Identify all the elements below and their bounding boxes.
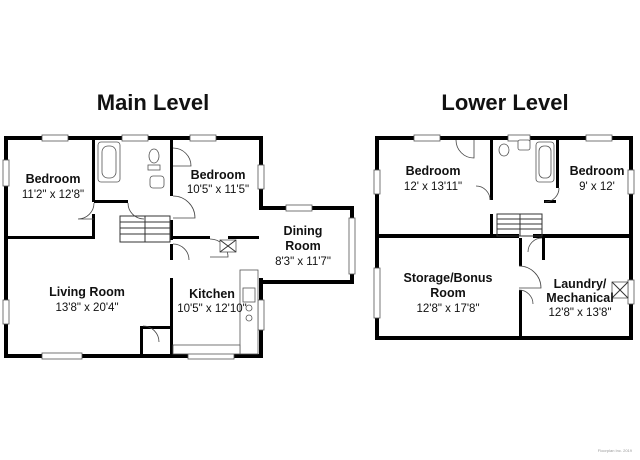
main-level-room-labels: Bedroom 11'2" x 12'8" Bedroom 10'5" x 11… <box>22 168 331 315</box>
lower-level-doors <box>455 139 629 305</box>
room-name-lower-bedroom-left: Bedroom <box>406 164 461 178</box>
sink-icon <box>149 175 165 189</box>
range-icon <box>245 304 253 312</box>
room-name-kitchen: Kitchen <box>189 287 235 301</box>
main-level-kitchen-counters <box>172 269 259 355</box>
toilet-icon <box>148 148 160 164</box>
room-name-dining-line1: Dining <box>284 224 323 238</box>
lower-level-exterior-walls <box>375 136 633 340</box>
room-dim-lower-bedroom-left: 12' x 13'11" <box>404 181 462 193</box>
main-level-stairs <box>119 215 171 243</box>
room-dim-lower-bedroom-right: 9' x 12' <box>579 181 615 193</box>
room-name-living: Living Room <box>49 285 125 299</box>
lower-level-room-labels: Bedroom 12' x 13'11" Bedroom 9' x 12' St… <box>404 164 625 319</box>
main-level-plan: Main Level <box>2 90 356 360</box>
room-name-laundry-line2: Mechanical <box>546 291 613 305</box>
room-name-main-bedroom-right: Bedroom <box>191 168 246 182</box>
room-dim-main-bedroom-right: 10'5" x 11'5" <box>187 184 249 196</box>
main-level-interior-walls <box>8 140 259 354</box>
lower-level-plan: Lower Level <box>373 90 635 340</box>
main-level-doors <box>77 147 237 343</box>
main-level-title: Main Level <box>97 90 209 115</box>
lower-level-title: Lower Level <box>441 90 568 115</box>
room-dim-storage: 12'8" x 17'8" <box>416 303 479 315</box>
room-dim-dining: 8'3" x 11'7" <box>275 256 331 268</box>
lower-level-stairs <box>496 213 543 237</box>
main-level-windows <box>2 134 356 360</box>
sink-icon <box>517 139 531 151</box>
room-name-laundry-line1: Laundry/ <box>554 277 607 291</box>
room-name-lower-bedroom-right: Bedroom <box>570 164 625 178</box>
floorplan-credit: Floorplan Inc. 2019 <box>598 448 633 453</box>
kitchen-sink-icon <box>242 287 256 303</box>
main-level-bath-fixtures <box>97 141 165 189</box>
toilet-icon <box>498 143 510 157</box>
lower-level-bath-fixtures <box>498 139 555 183</box>
room-dim-kitchen: 10'5" x 12'10" <box>177 303 246 315</box>
room-dim-laundry: 12'8" x 13'8" <box>548 307 611 319</box>
room-name-main-bedroom-left: Bedroom <box>26 172 81 186</box>
room-dim-living: 13'8" x 20'4" <box>55 302 118 314</box>
room-name-storage-line1: Storage/Bonus <box>404 271 493 285</box>
room-name-storage-line2: Room <box>430 286 465 300</box>
room-dim-main-bedroom-left: 11'2" x 12'8" <box>22 189 84 201</box>
lower-level-windows <box>373 134 635 319</box>
room-name-dining-line2: Room <box>285 239 320 253</box>
